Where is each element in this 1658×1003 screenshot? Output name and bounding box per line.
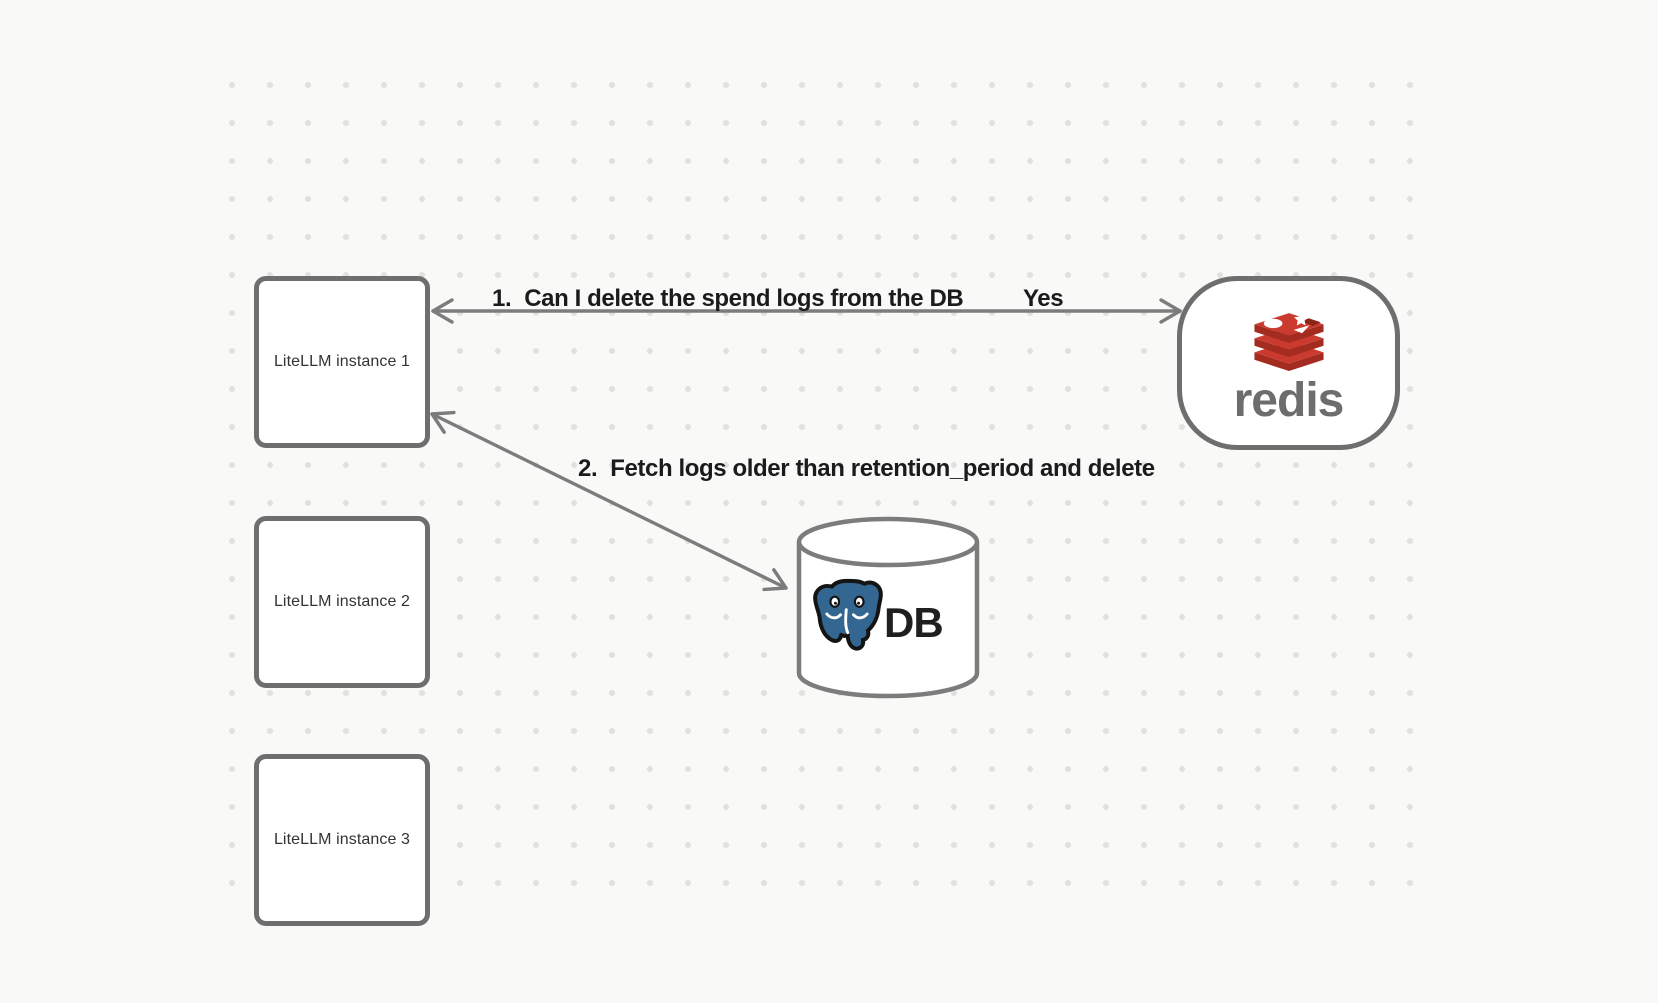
node-litellm-instance-2: LiteLLM instance 2 — [254, 516, 430, 688]
edge-2-text: Fetch logs older than retention_period a… — [610, 455, 1155, 482]
edge-2-label: 2. Fetch logs older than retention_period… — [578, 455, 1155, 484]
edge-2-number: 2. — [578, 455, 598, 482]
node-litellm-instance-3: LiteLLM instance 3 — [254, 754, 430, 926]
edge-1-number: 1. — [492, 285, 512, 312]
postgresql-logo-icon — [813, 578, 883, 651]
node-label: LiteLLM instance 1 — [273, 353, 411, 370]
node-label: LiteLLM instance 2 — [273, 593, 411, 610]
edge-1-text: Can I delete the spend logs from the DB — [524, 285, 964, 312]
edge-1-label: 1. Can I delete the spend logs from the D… — [492, 285, 964, 314]
node-db-cylinder — [796, 516, 980, 699]
node-redis: redis — [1177, 276, 1400, 450]
edge-1-response: Yes — [1023, 285, 1064, 312]
redis-logo-icon — [1253, 312, 1324, 371]
db-label: DB — [884, 599, 944, 646]
node-litellm-instance-1: LiteLLM instance 1 — [254, 276, 430, 448]
node-label: LiteLLM instance 3 — [273, 831, 411, 848]
edge-2-arrow — [430, 410, 788, 592]
redis-wordmark: redis — [1233, 374, 1345, 427]
